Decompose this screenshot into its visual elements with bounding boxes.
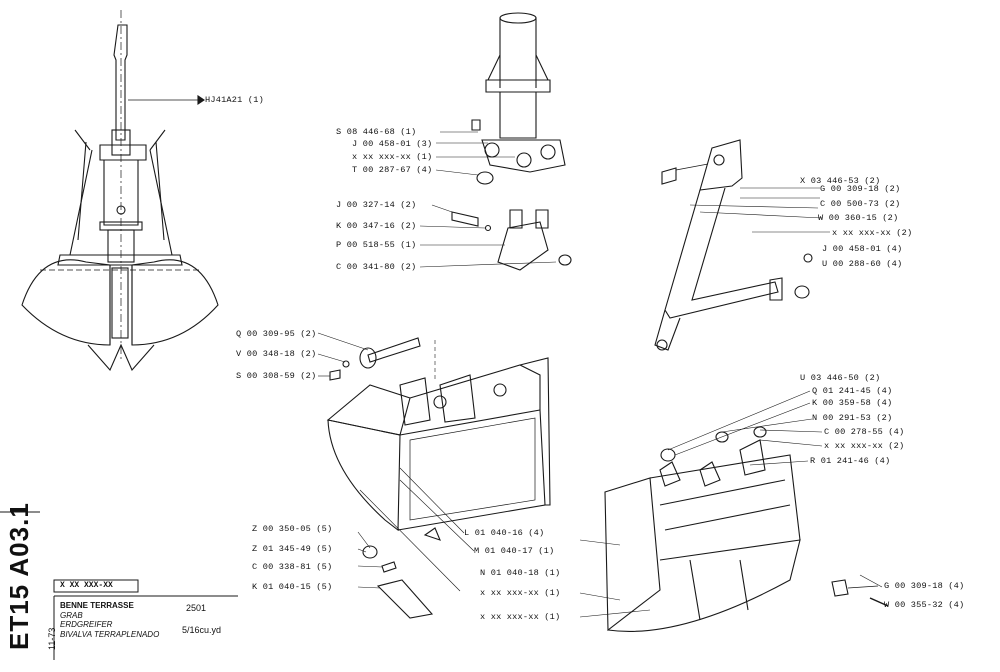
mast-illustration [435,12,566,185]
callout-label: C 00 338-81 (5) [252,562,333,572]
callout-label: C 00 278-55 (4) [824,427,905,437]
title-names: BENNE TERRASSE GRAB ERDGREIFER BIVALVA T… [60,601,159,639]
document-code: ET15 A03.1 [4,502,35,650]
callout-label: x xx xxx-xx (1) [480,612,561,622]
callout-label: K 01 040-15 (5) [252,582,333,592]
title-block-frame [0,511,238,660]
callout-label: N 01 040-18 (1) [480,568,561,578]
callout-label: J 00 458-01 (3) [352,139,433,149]
callout-label: S 00 308-59 (2) [236,371,317,381]
title-name-fr: BENNE TERRASSE [60,601,134,610]
grab-overview-illustration [21,10,219,372]
callout-label: W 00 355-32 (4) [884,600,965,610]
callout-label: Z 01 345-49 (5) [252,544,333,554]
callout-label: G 00 309-18 (2) [820,184,901,194]
callout-label: J 00 458-01 (4) [822,244,903,254]
callout-label: K 00 359-58 (4) [812,398,893,408]
callout-label: L 01 040-16 (4) [464,528,545,538]
callout-label: M 01 040-17 (1) [474,546,555,556]
pin-illustration [317,332,421,381]
callout-label: K 00 347-16 (2) [336,221,417,231]
callout-label: HJ41A21 (1) [205,95,264,105]
callout-label: V 00 348-18 (2) [236,349,317,359]
document-code-text: ET15 A03.1 [4,502,34,650]
callout-label: R 01 241-46 (4) [810,456,891,466]
callout-label: Q 01 241-45 (4) [812,386,893,396]
title-name-de: ERDGREIFER [60,620,113,629]
teeth-illustration [357,531,434,619]
callout-label: X 03 446-53 (2) [800,176,881,186]
callout-label: C 00 500-73 (2) [820,199,901,209]
callout-label: Z 00 350-05 (5) [252,524,333,534]
callout-label: N 00 291-53 (2) [812,413,893,423]
callout-label: S 08 446-68 (1) [336,127,417,137]
title-name-en: GRAB [60,610,83,620]
callout-label: x xx xxx-xx (1) [480,588,561,598]
callout-label: x xx xxx-xx (1) [352,152,433,162]
model-number-text: 2501 [186,603,207,613]
left-bucket-illustration [326,340,551,592]
document-date-text: 11-73 [47,627,57,650]
callout-label: x xx xxx-xx (2) [824,441,905,451]
title-name-pt: BIVALVA TERRAPLENADO [60,629,160,639]
callout-label: Q 00 309-95 (2) [236,329,317,339]
document-date: 11-73 [42,628,60,650]
callout-label: G 00 309-18 (4) [884,581,965,591]
capacity: 5/16cu.yd [182,625,222,636]
callout-label: P 00 518-55 (1) [336,240,417,250]
callout-label: U 03 446-50 (2) [800,373,881,383]
capacity-text: 5/16cu.yd [182,625,222,635]
serial-box: X XX XXX-XX [60,581,113,591]
right-bucket-illustration [579,390,889,632]
callout-label: T 00 287-67 (4) [352,165,433,175]
serial-box-text: X XX XXX-XX [60,581,113,590]
arm-illustration [654,139,830,351]
bracket-illustration [419,204,572,271]
callout-label: x xx xxx-xx (2) [832,228,913,238]
callout-label: U 00 288-60 (4) [822,259,903,269]
callout-label: C 00 341-80 (2) [336,262,417,272]
callout-label: W 00 360-15 (2) [818,213,899,223]
callout-label: J 00 327-14 (2) [336,200,417,210]
model-number: 2501 [186,603,207,614]
